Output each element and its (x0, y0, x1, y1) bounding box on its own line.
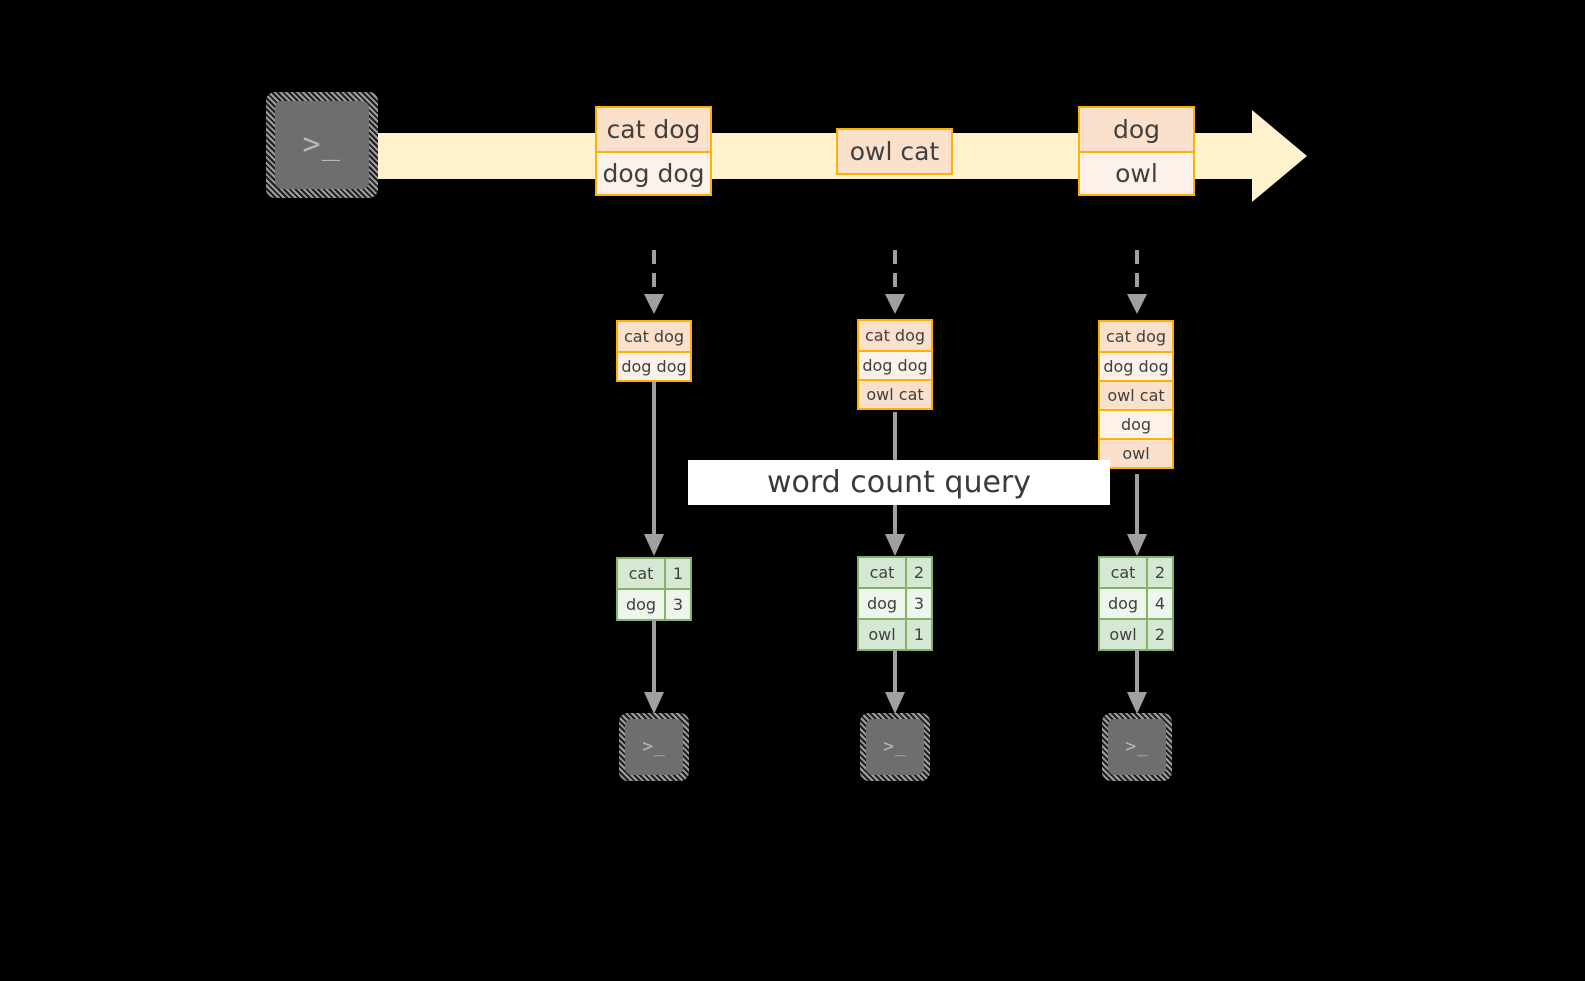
accumulated-record: cat dog (859, 321, 931, 350)
result-word: cat (618, 559, 664, 588)
stream-record: owl cat (838, 130, 951, 173)
sink-terminal-icon-1: >_ (619, 713, 689, 781)
accumulated-record: dog dog (859, 350, 931, 379)
snapshot-2-accumulated: cat dog dog dog owl cat (857, 319, 933, 410)
sink-connector-1 (644, 620, 664, 714)
stream-record: dog (1080, 108, 1193, 151)
result-count: 1 (664, 559, 690, 588)
result-count: 4 (1146, 589, 1172, 618)
terminal-prompt-glyph: >_ (883, 736, 907, 757)
stream-batch-2: owl cat (836, 128, 953, 175)
accumulated-record: cat dog (618, 322, 690, 351)
query-connector-1 (644, 382, 664, 556)
result-row: owl 1 (859, 618, 931, 649)
result-count: 2 (1146, 558, 1172, 587)
result-word: cat (859, 558, 905, 587)
stream-batch-1: cat dog dog dog (595, 106, 712, 196)
accumulated-record: owl (1100, 438, 1172, 467)
result-row: cat 1 (618, 559, 690, 588)
accumulated-record: owl cat (1100, 380, 1172, 409)
accumulated-record: cat dog (1100, 322, 1172, 351)
result-count: 3 (905, 589, 931, 618)
result-count: 3 (664, 590, 690, 619)
query-label: word count query (688, 460, 1110, 505)
result-row: cat 2 (1100, 558, 1172, 587)
accumulated-record: dog dog (1100, 351, 1172, 380)
dashed-connector-3 (1127, 250, 1147, 314)
dashed-connector-2 (885, 250, 905, 314)
result-word: owl (859, 620, 905, 649)
dashed-connector-1 (644, 250, 664, 314)
result-count: 2 (1146, 620, 1172, 649)
sink-connector-2 (885, 650, 905, 714)
source-terminal-icon: >_ (266, 92, 378, 198)
stream-record: cat dog (597, 108, 710, 151)
terminal-body (625, 719, 683, 775)
terminal-body (275, 101, 369, 189)
accumulated-record: owl cat (859, 379, 931, 408)
result-count: 1 (905, 620, 931, 649)
terminal-prompt-glyph: >_ (302, 127, 342, 162)
query-connector-3 (1127, 474, 1147, 556)
terminal-prompt-glyph: >_ (642, 736, 666, 757)
stream-record: owl (1080, 151, 1193, 194)
accumulated-record: dog dog (618, 351, 690, 380)
stream-batch-3: dog owl (1078, 106, 1195, 196)
terminal-body (866, 719, 924, 775)
terminal-body (1108, 719, 1166, 775)
snapshot-3-results: cat 2 dog 4 owl 2 (1098, 556, 1174, 651)
snapshot-2-results: cat 2 dog 3 owl 1 (857, 556, 933, 651)
sink-terminal-icon-2: >_ (860, 713, 930, 781)
stream-record: dog dog (597, 151, 710, 194)
result-word: dog (859, 589, 905, 618)
result-row: dog 3 (859, 587, 931, 618)
result-row: cat 2 (859, 558, 931, 587)
result-word: cat (1100, 558, 1146, 587)
result-row: dog 3 (618, 588, 690, 619)
result-word: dog (1100, 589, 1146, 618)
snapshot-1-accumulated: cat dog dog dog (616, 320, 692, 382)
result-word: dog (618, 590, 664, 619)
result-count: 2 (905, 558, 931, 587)
result-row: owl 2 (1100, 618, 1172, 649)
sink-terminal-icon-3: >_ (1102, 713, 1172, 781)
sink-connector-3 (1127, 650, 1147, 714)
terminal-prompt-glyph: >_ (1125, 736, 1149, 757)
accumulated-record: dog (1100, 409, 1172, 438)
result-word: owl (1100, 620, 1146, 649)
snapshot-1-results: cat 1 dog 3 (616, 557, 692, 621)
snapshot-3-accumulated: cat dog dog dog owl cat dog owl (1098, 320, 1174, 469)
result-row: dog 4 (1100, 587, 1172, 618)
